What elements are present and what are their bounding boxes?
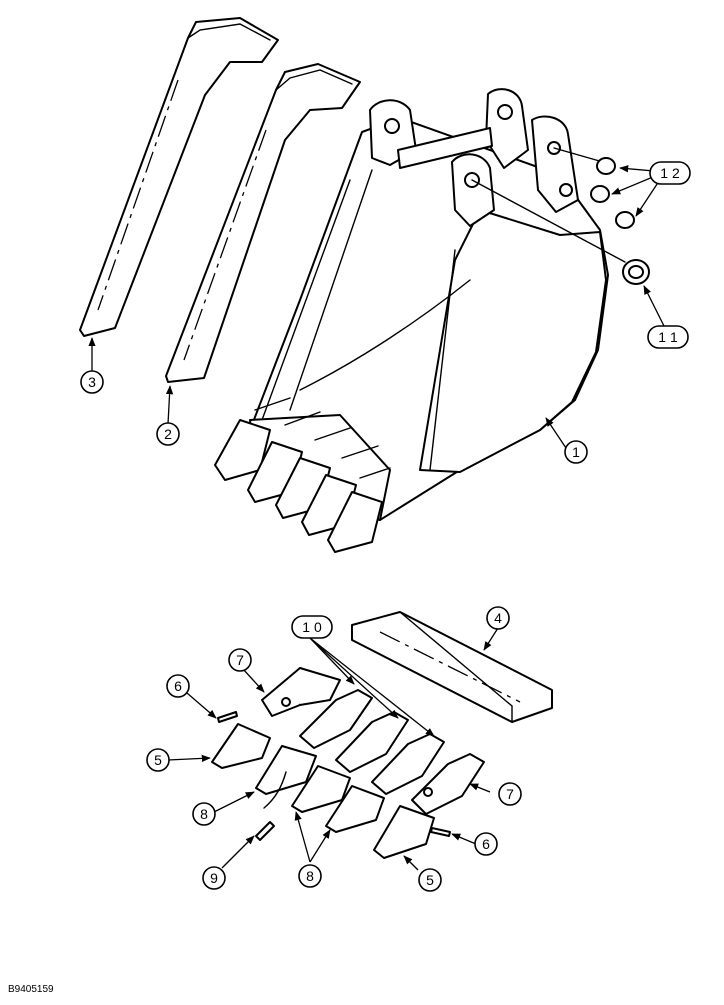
svg-text:8: 8	[306, 868, 314, 884]
callout-8-left: 8	[192, 802, 216, 826]
callout-7-right: 7	[498, 782, 522, 806]
svg-text:7: 7	[506, 786, 514, 802]
svg-text:8: 8	[200, 806, 208, 822]
cutting-edge-part	[351, 611, 553, 724]
callout-5-left: 5	[146, 748, 170, 772]
svg-text:5: 5	[154, 752, 162, 768]
callout-10: 1 0	[291, 615, 333, 639]
svg-text:6: 6	[482, 836, 490, 852]
tooth-adapters-part	[261, 667, 485, 815]
side-cutter-left-part	[79, 17, 279, 337]
bolts-part	[217, 711, 451, 837]
svg-text:6: 6	[174, 678, 182, 694]
callout-6-right: 6	[474, 832, 498, 856]
svg-text:1 0: 1 0	[302, 619, 322, 635]
svg-text:9: 9	[210, 870, 218, 886]
svg-text:1: 1	[572, 444, 580, 460]
callout-5-right: 5	[418, 868, 442, 892]
callout-3: 3	[80, 370, 104, 394]
svg-text:5: 5	[426, 872, 434, 888]
callout-4: 4	[486, 606, 510, 630]
retainer-pin-part	[255, 771, 287, 841]
callout-12: 1 2	[649, 161, 691, 185]
callout-6-left: 6	[166, 674, 190, 698]
callout-2: 2	[156, 422, 180, 446]
callout-8-bottom: 8	[298, 864, 322, 888]
svg-text:2: 2	[164, 426, 172, 442]
callout-7-left: 7	[228, 648, 252, 672]
callout-1: 1	[564, 440, 588, 464]
svg-text:1 1: 1 1	[658, 329, 678, 345]
svg-text:3: 3	[88, 374, 96, 390]
callout-11: 1 1	[647, 325, 689, 349]
pin-bushing-part	[622, 259, 650, 285]
leader-lines	[88, 165, 666, 871]
bucket-body-part	[214, 88, 626, 553]
bucket-tooth-points-part	[211, 723, 435, 859]
side-cutter-right-part	[165, 63, 361, 383]
bushings-part	[590, 157, 635, 229]
bucket-teeth-row	[214, 397, 391, 553]
figure-code: B9405159	[8, 984, 54, 995]
callout-9: 9	[202, 866, 226, 890]
svg-text:4: 4	[494, 610, 502, 626]
svg-text:7: 7	[236, 652, 244, 668]
svg-text:1 2: 1 2	[660, 165, 680, 181]
